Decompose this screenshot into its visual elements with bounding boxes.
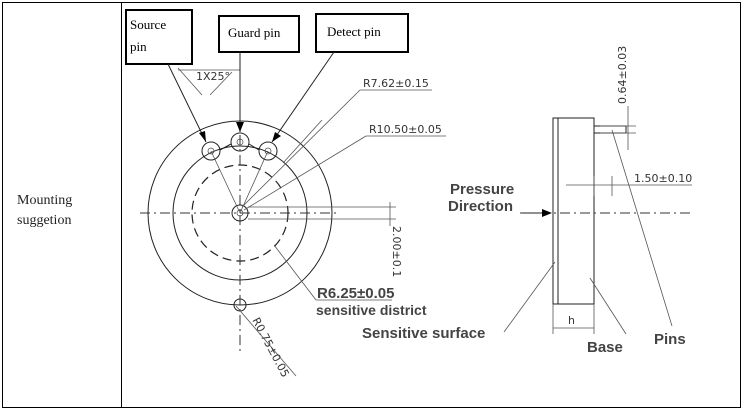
detect-pin-arrowhead [272,132,281,142]
guard-pin-arrowhead [236,122,244,132]
pin-region-leader [282,119,323,164]
detect-pin-hole [258,141,278,161]
h-dimension: h [568,314,575,327]
source-to-center-line [210,150,241,214]
chamfer-leader-right [209,71,233,96]
source-pin-dot [207,147,215,155]
detect-pin-dot [264,147,272,155]
pressure-label: Pressure [450,181,514,198]
pressure-arrowhead [542,209,552,217]
sensitive-surface-leader [503,261,556,333]
r625-dimension: R6.25±0.05 [317,285,394,302]
source-pin-label: Source pin [130,17,167,54]
sensitive-district-circle [191,164,289,262]
detect-pin-callout-box [315,13,409,53]
r762-dimension: R7.62±0.15 [363,77,429,90]
center-hole [231,204,249,222]
callouts: Source pin Guard pin Detect pin [125,9,409,143]
guard-pin-label: Guard pin [228,25,281,40]
d200-dimension: 2.00±0.1 [390,226,403,277]
source-pin-hole [201,141,221,161]
r1050-dimension: R10.50±0.05 [369,123,442,136]
chamfer-dimension: 1X25° [196,70,230,83]
detect-pin-label: Detect pin [327,24,381,39]
base-label: Base [587,339,623,356]
detect-pin-arrow [271,51,335,143]
source-pin-arrowhead [199,131,206,142]
r075-leader [235,305,297,377]
guard-pin-callout-box [218,15,300,53]
r1050-leader [243,135,367,211]
direction-label: Direction [448,198,513,215]
sensitive-surface-label: Sensitive surface [362,325,485,342]
base-body [557,117,595,305]
middle-circle [172,145,308,281]
side-view: 0.64±0.03 1.50±0.10 Pressure Direction h… [362,46,692,356]
sensitive-district-label: sensitive district [316,302,427,318]
top-view: 1X25° R7.62±0.15 R10.50±0.05 2.00±0.1 R6… [140,67,446,380]
r075-dimension: R0.75±0.05 [249,315,291,379]
w150-dimension: 1.50±0.10 [634,172,692,185]
chamfer-leader-left [177,67,203,96]
column-divider [121,3,122,407]
detect-to-center-line [239,150,269,214]
center-point [236,209,244,217]
r762-leader [241,89,361,208]
sensitive-plate [552,117,559,305]
guard-pin-hole [230,132,250,152]
source-pin-arrow [167,63,207,143]
pin-stub [593,125,627,134]
base-leader [589,277,627,335]
row-label-mounting: Mounting suggetion [17,193,73,228]
pins-label: Pins [654,331,686,348]
pin-link-right [248,143,260,151]
pin-link-left [219,143,232,151]
guard-pin-dot [236,138,244,146]
r625-leader [273,244,317,301]
pins-leader [611,129,673,327]
t064-dimension: 0.64±0.03 [616,46,629,104]
table-frame: Mounting suggetion [2,2,741,408]
source-pin-callout-box [125,9,193,65]
